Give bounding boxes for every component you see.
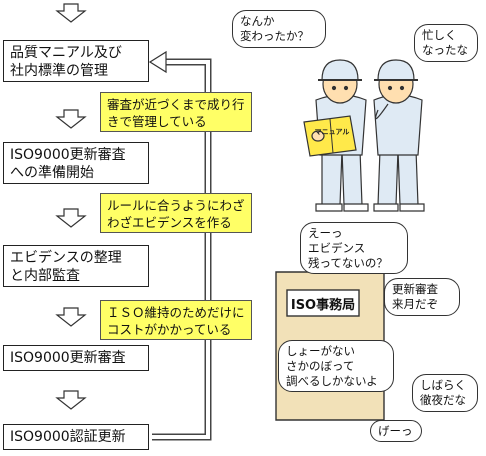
flow-step-text: ISO9000更新審査: [10, 350, 126, 366]
down-arrow-icon: [55, 208, 87, 228]
note-unmanaged: 審査が近づくまで成り行 きで管理している: [100, 92, 252, 132]
flow-step-text: ISO9000更新審査: [10, 147, 126, 163]
note-make-evidence: ルールに合うようにわざ わざエビデンスを作る: [100, 193, 252, 233]
flow-step-text: と内部監査: [10, 268, 80, 284]
bubble-text: しばらく: [420, 378, 466, 392]
bubble-text: 調べるしかないよ: [286, 374, 378, 388]
worker-right-figure: [373, 59, 425, 212]
worker-left-figure: [303, 59, 369, 212]
bubble-text: 来月だぞ: [392, 297, 438, 311]
speech-bubble-busier: 忙しく なったな: [414, 24, 478, 62]
bubble-text: なったな: [422, 43, 468, 57]
bubble-text: エビデンス: [308, 241, 366, 255]
bubble-text: 更新審査: [392, 282, 438, 296]
note-text: コストがかかっている: [107, 322, 232, 337]
bubble-text: えーっ: [308, 226, 343, 240]
bubble-text: げーっ: [378, 424, 413, 438]
manual-label: マニュアル: [314, 128, 350, 136]
speech-bubble-review-next-month: 更新審査 来月だぞ: [384, 278, 460, 316]
speech-bubble-ugh: げーっ: [370, 420, 422, 442]
bubble-text: 忙しく: [422, 28, 457, 42]
speech-bubble-what-changed: なんか 変わったか？: [232, 10, 326, 48]
down-arrow-icon: [55, 307, 87, 327]
note-text: 審査が近づくまで成り行: [107, 97, 245, 112]
note-text: ルールに合うようにわざ: [107, 198, 245, 213]
down-arrow-icon: [55, 109, 87, 129]
bubble-text: 残ってないの？: [308, 256, 388, 270]
down-arrow-icon: [55, 390, 87, 410]
loop-back-arrow: [148, 50, 212, 441]
flow-step-prep-start: ISO9000更新審査 への準備開始: [3, 142, 149, 184]
note-text: わざエビデンスを作る: [107, 215, 232, 230]
bubble-text: しょーがない: [286, 344, 355, 358]
bubble-text: なんか: [240, 14, 275, 28]
flow-step-quality-manual: 品質マニアル及び 社内標準の管理: [3, 40, 149, 82]
note-text: きで管理している: [107, 114, 207, 129]
speech-bubble-all-nighter: しばらく 徹夜だな: [412, 374, 478, 412]
note-cost: ＩＳＯ維持のためだけに コストがかかっている: [100, 300, 252, 340]
bubble-text: さかのぼって: [286, 359, 355, 373]
note-text: ＩＳＯ維持のためだけに: [107, 305, 245, 320]
speech-bubble-trace-back: しょーがない さかのぼって 調べるしかないよ: [278, 340, 394, 392]
flow-step-evidence: エビデンスの整理 と内部監査: [3, 245, 149, 287]
bubble-text: 徹夜だな: [420, 393, 466, 407]
flow-step-text: 品質マニアル及び: [10, 45, 122, 61]
flow-step-renewal-review: ISO9000更新審査: [3, 345, 149, 371]
bubble-text: 変わったか？: [240, 29, 309, 43]
flow-step-text: ISO9000認証更新: [10, 429, 126, 445]
flow-step-text: エビデンスの整理: [10, 250, 122, 266]
speech-bubble-no-evidence: えーっ エビデンス 残ってないの？: [300, 222, 408, 274]
down-arrow-icon: [55, 3, 87, 23]
door-sign: ISO事務局: [290, 298, 356, 313]
flow-step-certification-renewal: ISO9000認証更新: [3, 424, 149, 450]
flow-step-text: への準備開始: [10, 165, 94, 181]
flow-step-text: 社内標準の管理: [10, 63, 108, 79]
